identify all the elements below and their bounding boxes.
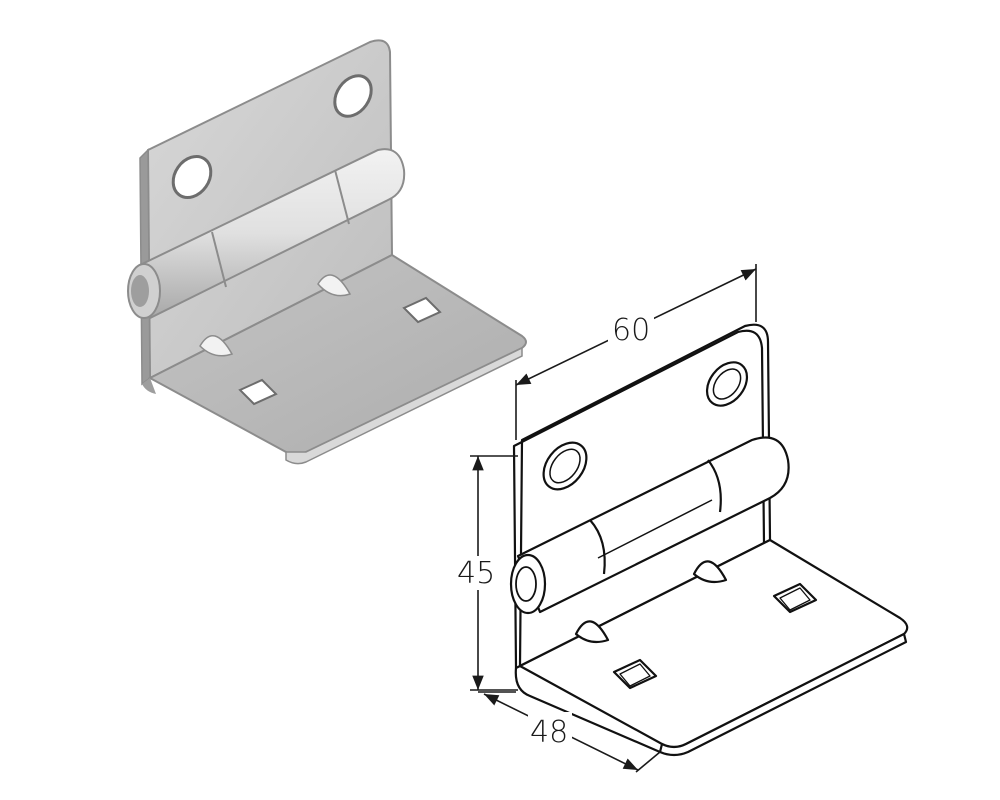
width-dimension-label: 60 xyxy=(612,313,650,348)
barrel xyxy=(516,436,790,614)
depth-dimension-label: 48 xyxy=(530,715,568,750)
shaded-hole-right xyxy=(333,74,373,118)
height-dimension-label: 45 xyxy=(457,556,495,591)
line-hinge-drawing xyxy=(509,323,909,757)
barrel-end xyxy=(509,553,547,615)
shaded-hinge-render xyxy=(127,39,527,465)
shaded-hole-left xyxy=(171,155,213,199)
shaded-barrel xyxy=(138,148,406,320)
slot-hole-left xyxy=(542,441,588,491)
